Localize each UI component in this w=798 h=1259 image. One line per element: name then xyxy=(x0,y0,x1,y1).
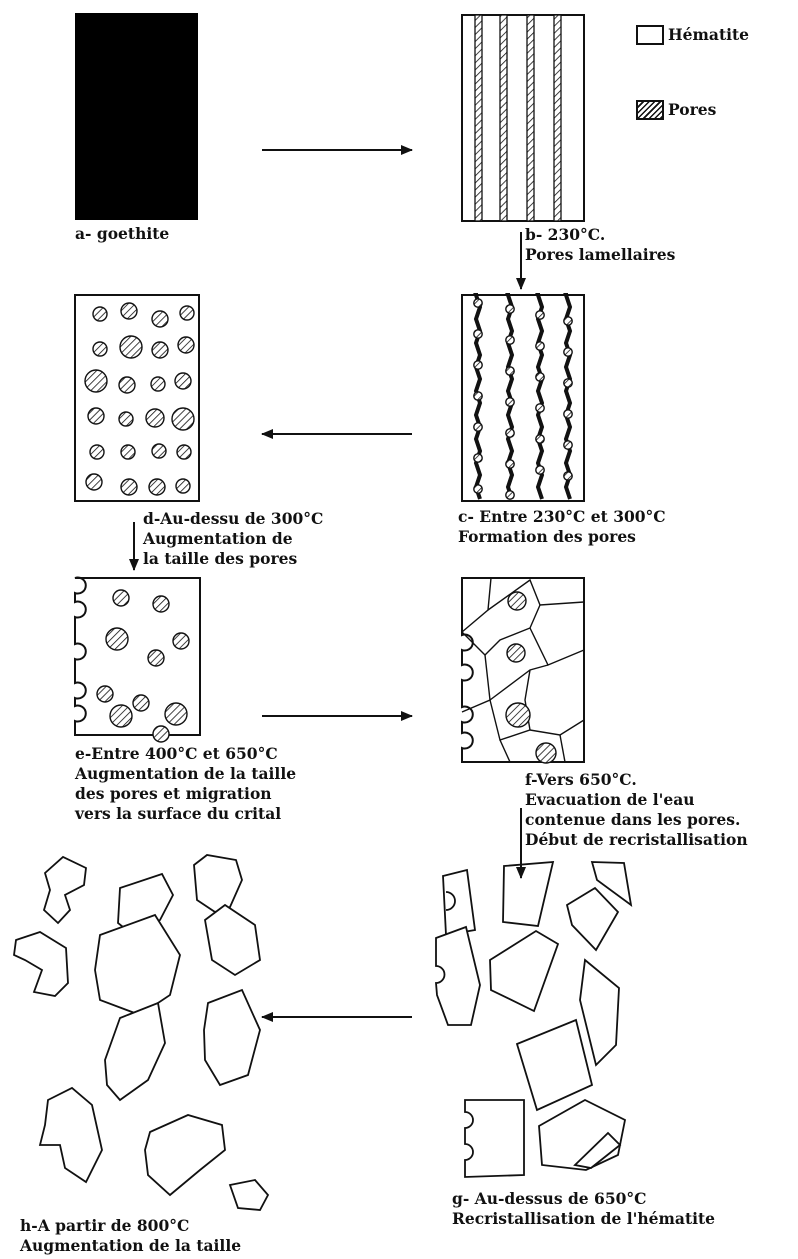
lamellar-pore xyxy=(475,15,482,221)
panel-e-pores-migration xyxy=(63,578,200,743)
caption-g: g- Au-dessus de 650°C Recristallisation … xyxy=(452,1189,715,1229)
legend-pores-label: Pores xyxy=(668,100,716,119)
panel-c-pore-formation xyxy=(462,295,584,501)
pore xyxy=(564,348,572,356)
panel-g-recrystallisation xyxy=(436,862,631,1177)
pore xyxy=(506,305,514,313)
pore xyxy=(90,445,104,459)
pore xyxy=(88,408,104,424)
pore xyxy=(120,336,142,358)
pore xyxy=(508,592,526,610)
pore xyxy=(474,361,482,369)
lamellar-pore xyxy=(527,15,534,221)
pore xyxy=(93,342,107,356)
pore xyxy=(474,485,482,493)
pore xyxy=(536,743,556,763)
pore xyxy=(153,596,169,612)
caption-f: f-Vers 650°C. Evacuation de l'eau conten… xyxy=(525,770,748,850)
legend-pores-swatch xyxy=(636,100,664,120)
pore xyxy=(113,590,129,606)
pore xyxy=(97,686,113,702)
pore xyxy=(564,410,572,418)
pore xyxy=(152,342,168,358)
panel-f-recrystallisation-start xyxy=(462,578,584,763)
pore xyxy=(536,404,544,412)
pore xyxy=(506,703,530,727)
pore xyxy=(151,377,165,391)
panel-d-pores xyxy=(75,295,199,501)
legend-hematite-swatch xyxy=(636,25,664,45)
pore xyxy=(506,460,514,468)
pore xyxy=(474,454,482,462)
panel-a-goethite xyxy=(75,13,198,220)
pore xyxy=(180,306,194,320)
pore xyxy=(536,466,544,474)
caption-c: c- Entre 230°C et 300°C Formation des po… xyxy=(458,507,666,547)
panel-h-grain-growth xyxy=(14,855,268,1210)
pore xyxy=(506,491,514,499)
pore xyxy=(176,479,190,493)
pore xyxy=(86,474,102,490)
panel-b-lamellar xyxy=(462,15,584,221)
pore xyxy=(119,377,135,393)
pore xyxy=(121,445,135,459)
caption-e: e-Entre 400°C et 650°C Augmentation de l… xyxy=(75,744,296,824)
pore xyxy=(153,726,169,742)
pore xyxy=(173,633,189,649)
pore xyxy=(507,644,525,662)
pore xyxy=(146,409,164,427)
pore xyxy=(165,703,187,725)
pore xyxy=(178,337,194,353)
pore xyxy=(506,367,514,375)
pore xyxy=(506,398,514,406)
pore xyxy=(121,479,137,495)
pore xyxy=(536,435,544,443)
pore xyxy=(506,429,514,437)
pore xyxy=(564,379,572,387)
caption-h: h-A partir de 800°C Augmentation de la t… xyxy=(20,1216,241,1256)
pore xyxy=(177,445,191,459)
pore xyxy=(152,311,168,327)
pore xyxy=(564,317,572,325)
caption-a: a- goethite xyxy=(75,224,169,244)
pore xyxy=(536,311,544,319)
pore xyxy=(149,479,165,495)
pore xyxy=(506,336,514,344)
pore xyxy=(133,695,149,711)
pore xyxy=(474,392,482,400)
legend-hematite-label: Hématite xyxy=(668,25,749,44)
caption-b: b- 230°C. Pores lamellaires xyxy=(525,225,675,265)
pore xyxy=(536,373,544,381)
pore xyxy=(110,705,132,727)
pore xyxy=(564,441,572,449)
pore xyxy=(121,303,137,319)
pore xyxy=(85,370,107,392)
pore xyxy=(119,412,133,426)
pore xyxy=(106,628,128,650)
lamellar-pore xyxy=(554,15,561,221)
pore xyxy=(474,423,482,431)
pore xyxy=(564,472,572,480)
pore xyxy=(93,307,107,321)
pore xyxy=(172,408,194,430)
pore xyxy=(474,299,482,307)
pore xyxy=(148,650,164,666)
lamellar-pore xyxy=(500,15,507,221)
pore xyxy=(152,444,166,458)
caption-d: d-Au-dessu de 300°C Augmentation de la t… xyxy=(143,509,323,569)
pore xyxy=(474,330,482,338)
pore xyxy=(536,342,544,350)
pore xyxy=(175,373,191,389)
